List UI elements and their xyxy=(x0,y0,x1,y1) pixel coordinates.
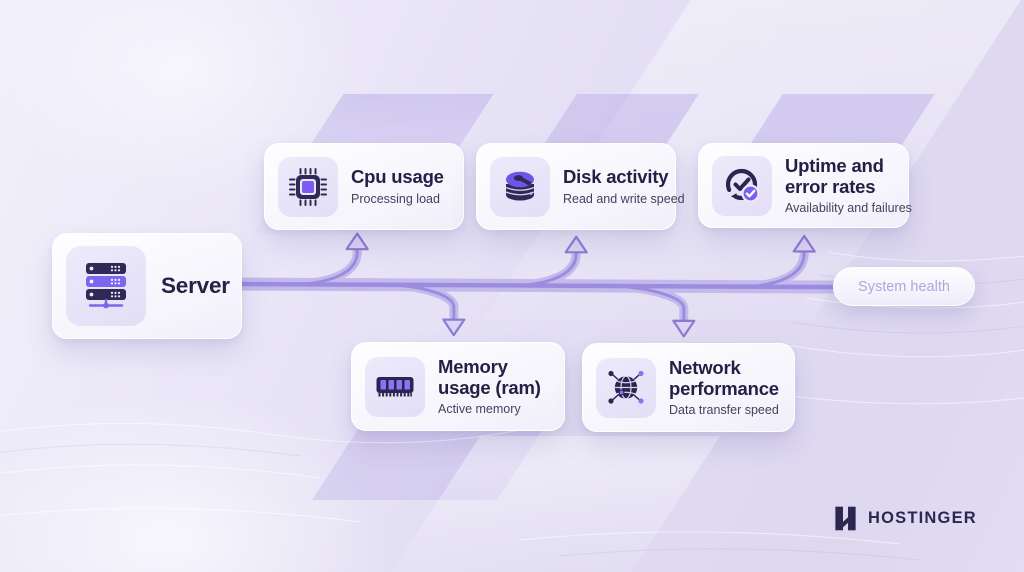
metric-card-subtitle: Processing load xyxy=(351,191,440,206)
disk-icon-tile xyxy=(490,156,550,217)
metric-card-title: Uptime and error rates xyxy=(785,154,884,197)
ram-stick-icon xyxy=(376,376,414,396)
hostinger-logo: HOSTINGER xyxy=(832,505,977,532)
memory-icon-tile xyxy=(365,356,425,417)
metric-card-title: Memory usage (ram) xyxy=(438,355,541,398)
metric-card-text: Network performance Data transfer speed xyxy=(669,356,786,418)
metric-card-disk-activity: Disk activity Read and write speed xyxy=(476,143,685,230)
cpu-chip-icon xyxy=(289,167,327,206)
metric-card-title: Cpu usage xyxy=(351,166,444,188)
metric-card-text: Uptime and error rates Availability and … xyxy=(785,154,912,216)
metric-card-text: Memory usage (ram) Active memory xyxy=(438,355,556,417)
hostinger-h-icon xyxy=(835,506,856,531)
hostinger-wordmark: HOSTINGER xyxy=(868,509,977,527)
metric-card-subtitle: Data transfer speed xyxy=(669,403,779,418)
uptime-icon-tile xyxy=(712,155,772,216)
cpu-icon-tile xyxy=(278,156,338,217)
metric-card-subtitle: Active memory xyxy=(438,402,521,417)
system-health-pill: System health xyxy=(833,267,975,306)
metric-card-memory-usage: Memory usage (ram) Active memory xyxy=(351,342,565,431)
arrowheads xyxy=(345,232,816,338)
hard-disk-icon xyxy=(505,171,535,200)
server-card-label: Server xyxy=(161,273,230,298)
globe-network-icon xyxy=(608,370,644,404)
metric-card-network-performance: Network performance Data transfer speed xyxy=(582,343,795,432)
metric-card-cpu-usage: Cpu usage Processing load xyxy=(264,143,464,230)
metric-card-title: Disk activity xyxy=(563,166,669,188)
metric-card-text: Disk activity Read and write speed xyxy=(563,166,685,206)
metric-card-uptime-error-rates: Uptime and error rates Availability and … xyxy=(698,143,912,228)
network-icon-tile xyxy=(596,357,656,418)
metric-card-subtitle: Read and write speed xyxy=(563,191,685,206)
metric-card-text: Cpu usage Processing load xyxy=(351,166,444,206)
system-health-label: System health xyxy=(858,278,950,295)
server-stack-icon xyxy=(86,263,126,309)
metric-card-subtitle: Availability and failures xyxy=(785,201,912,216)
clock-check-icon xyxy=(725,168,760,203)
server-icon-tile xyxy=(66,246,146,326)
server-card: Server xyxy=(52,233,242,339)
metric-card-title: Network performance xyxy=(669,356,779,399)
